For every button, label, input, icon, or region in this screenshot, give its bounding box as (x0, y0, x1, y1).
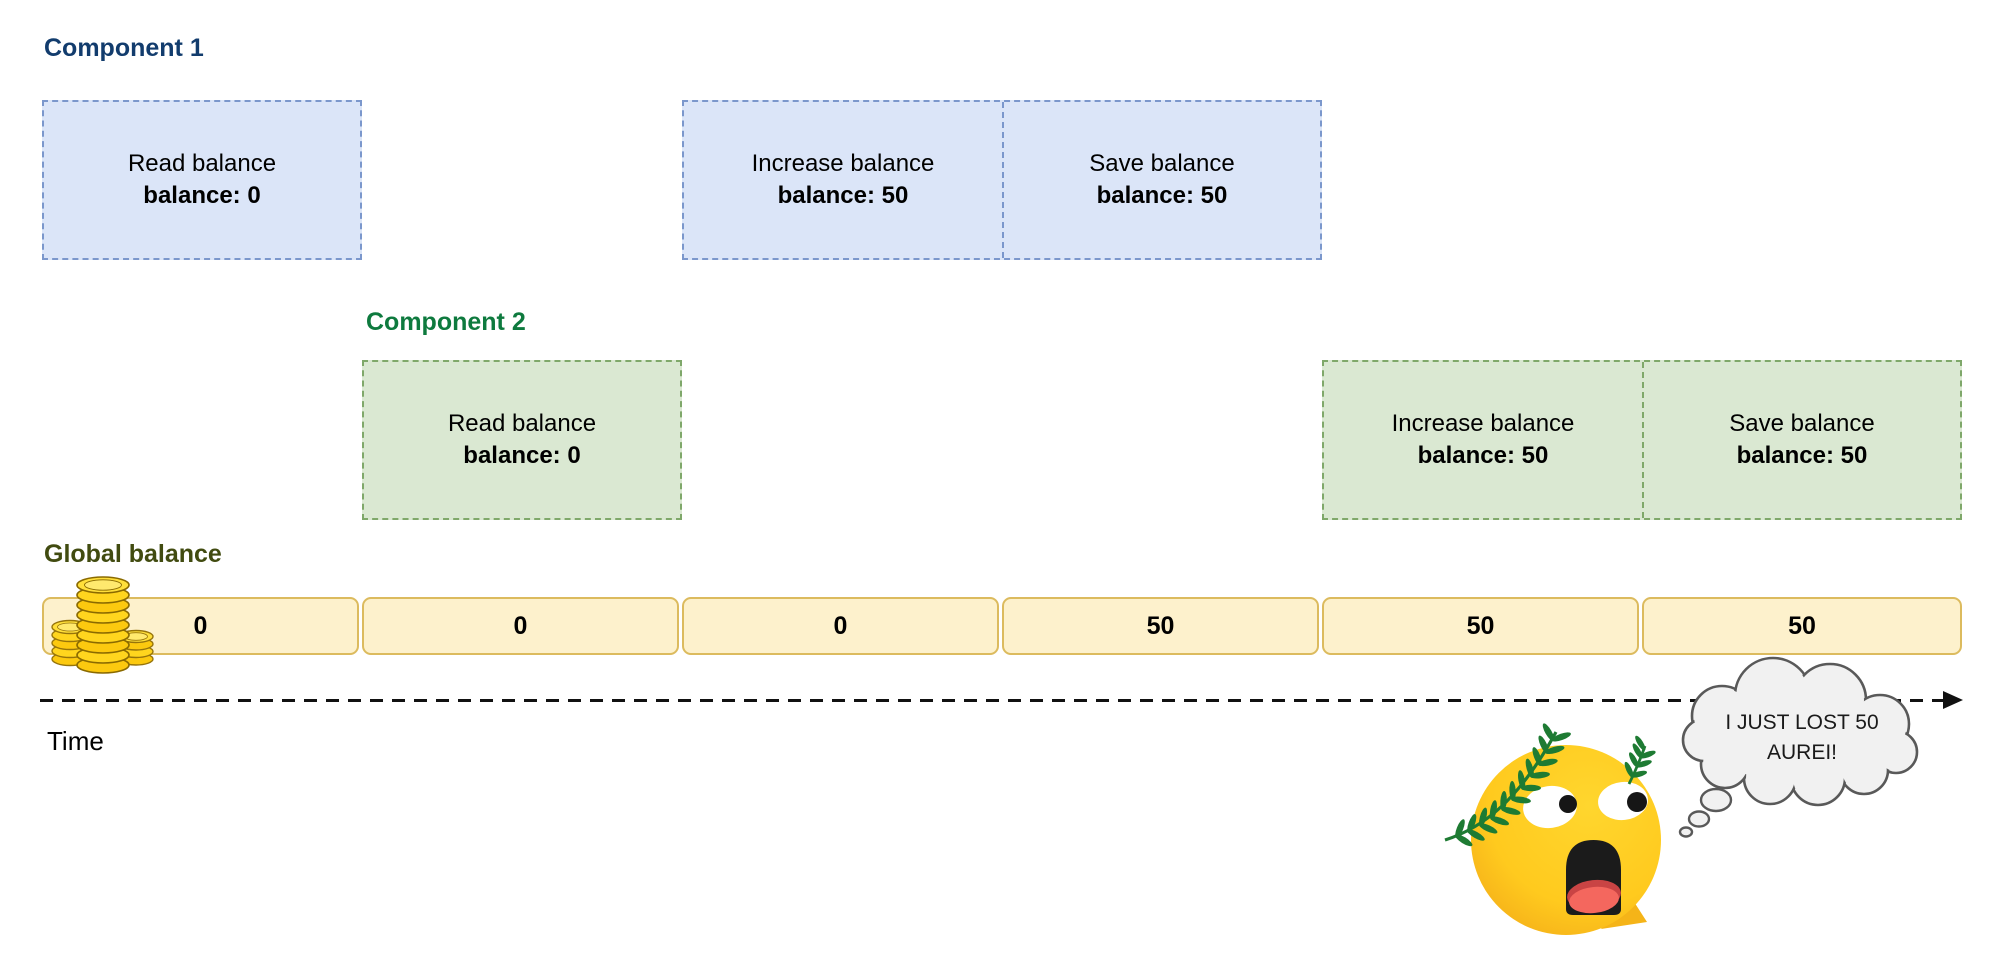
step-action: Save balance (1729, 410, 1875, 437)
gold-coins-icon (51, 576, 154, 674)
timeline-arrowhead-icon (1943, 691, 1963, 709)
step-state: balance: 50 (1736, 442, 1868, 469)
emoji-mouth (1566, 840, 1621, 915)
balance-value: 50 (1146, 611, 1175, 640)
step-action: Increase balance (751, 150, 935, 177)
component1-increase-save-pair: Increase balance balance: 50 Save balanc… (682, 100, 1322, 260)
component2-increase-box: Increase balance balance: 50 (1324, 362, 1642, 518)
time-label: Time (47, 726, 104, 756)
component1-increase-box: Increase balance balance: 50 (684, 102, 1002, 258)
step-state: balance: 50 (1417, 442, 1549, 469)
thought-bubble-line1: I JUST LOST 50 (1725, 711, 1879, 734)
balance-value: 50 (1466, 611, 1495, 640)
global-balance-cell: 0 (362, 597, 679, 655)
balance-value: 0 (833, 611, 848, 640)
laurel-leaves-main (1455, 723, 1571, 847)
shocked-emoji-icon (1444, 723, 1661, 935)
global-balance-cell: 50 (1642, 597, 1962, 655)
component1-read-box: Read balance balance: 0 (42, 100, 362, 260)
step-action: Read balance (447, 410, 597, 437)
component2-save-box: Save balance balance: 50 (1642, 362, 1960, 518)
global-balance-cell: 50 (1002, 597, 1319, 655)
component1-label: Component 1 (44, 34, 204, 62)
global-balance-cell: 50 (1322, 597, 1639, 655)
step-action: Increase balance (1391, 410, 1575, 437)
thought-bubble-text: I JUST LOST 50 AUREI! (1692, 708, 1912, 768)
component2-label: Component 2 (366, 308, 526, 336)
step-state: balance: 50 (1096, 182, 1228, 209)
thought-bubble-line2: AUREI! (1766, 741, 1837, 764)
balance-value: 50 (1788, 611, 1816, 640)
global-balance-label: Global balance (44, 540, 222, 568)
laurel-leaves-right (1624, 735, 1656, 778)
global-balance-cell: 0 (682, 597, 999, 655)
step-action: Save balance (1089, 150, 1235, 177)
thought-bubble (1678, 656, 1919, 838)
balance-value: 0 (193, 611, 208, 640)
step-state: balance: 0 (143, 182, 261, 209)
thought-trail-bubbles (1678, 787, 1733, 838)
component1-save-box: Save balance balance: 50 (1002, 102, 1320, 258)
balance-value: 0 (513, 611, 528, 640)
component2-increase-save-pair: Increase balance balance: 50 Save balanc… (1322, 360, 1962, 520)
timeline-axis (40, 699, 1946, 702)
emoji-eyes (1523, 781, 1648, 829)
coin-stack-center (76, 576, 130, 674)
component2-read-box: Read balance balance: 0 (362, 360, 682, 520)
step-action: Read balance (127, 150, 277, 177)
laurel-wreath (1444, 723, 1656, 847)
step-state: balance: 0 (463, 442, 581, 469)
cloud-fill (1685, 660, 1915, 803)
step-state: balance: 50 (777, 182, 909, 209)
